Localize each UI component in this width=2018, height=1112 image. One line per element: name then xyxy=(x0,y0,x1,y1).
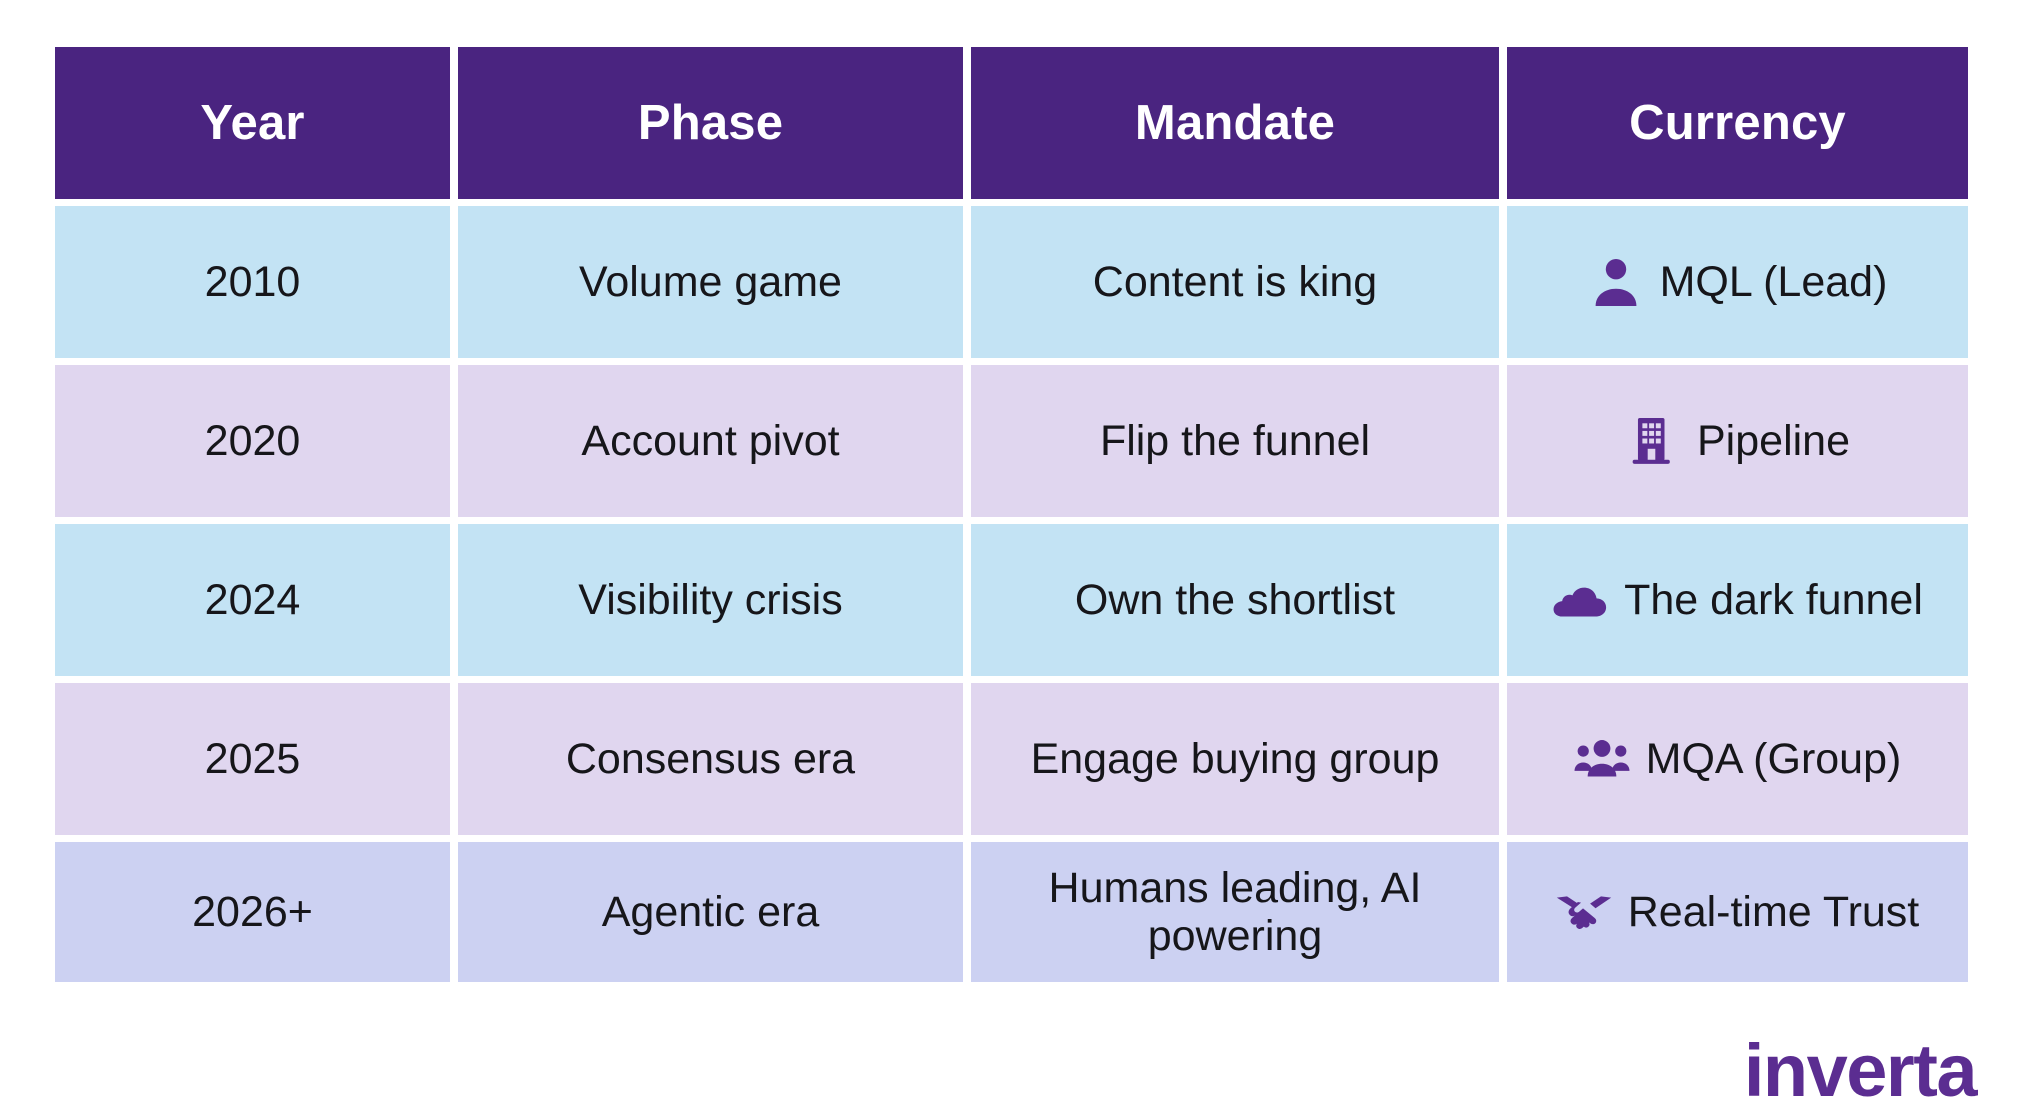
cell-phase: Visibility crisis xyxy=(458,524,963,676)
column-header-mandate: Mandate xyxy=(971,47,1499,199)
office-building-icon xyxy=(1625,413,1681,469)
table-row: 2010 Volume game Content is king MQL (Le… xyxy=(55,206,1968,358)
cell-mandate: Content is king xyxy=(971,206,1499,358)
table-header-row: Year Phase Mandate Currency xyxy=(55,47,1968,199)
currency-label: Pipeline xyxy=(1697,416,1850,465)
cell-currency: Pipeline xyxy=(1507,365,1968,517)
cell-year: 2024 xyxy=(55,524,450,676)
evolution-table: Year Phase Mandate Currency 2010 Volume … xyxy=(55,47,1968,982)
cell-currency: Real-time Trust xyxy=(1507,842,1968,982)
table-row: 2024 Visibility crisis Own the shortlist… xyxy=(55,524,1968,676)
column-header-year: Year xyxy=(55,47,450,199)
cell-currency: The dark funnel xyxy=(1507,524,1968,676)
cell-mandate: Engage buying group xyxy=(971,683,1499,835)
cell-mandate: Flip the funnel xyxy=(971,365,1499,517)
table-row: 2020 Account pivot Flip the funnel xyxy=(55,365,1968,517)
currency-label: Real-time Trust xyxy=(1627,887,1920,936)
table-row: 2025 Consensus era Engage buying group xyxy=(55,683,1968,835)
cell-phase: Account pivot xyxy=(458,365,963,517)
column-header-phase: Phase xyxy=(458,47,963,199)
cell-phase: Volume game xyxy=(458,206,963,358)
column-header-currency: Currency xyxy=(1507,47,1968,199)
inverta-logo: inverta xyxy=(1743,1029,1978,1112)
people-group-icon xyxy=(1574,731,1630,787)
cell-year: 2025 xyxy=(55,683,450,835)
currency-label: MQA (Group) xyxy=(1645,734,1902,783)
cell-year: 2010 xyxy=(55,206,450,358)
cell-year: 2020 xyxy=(55,365,450,517)
currency-label: MQL (Lead) xyxy=(1659,257,1888,306)
cell-mandate: Humans leading, AI powering xyxy=(971,842,1499,982)
table-row: 2026+ Agentic era Humans leading, AI pow… xyxy=(55,842,1968,982)
cell-mandate: Own the shortlist xyxy=(971,524,1499,676)
cell-year: 2026+ xyxy=(55,842,450,982)
currency-label: The dark funnel xyxy=(1624,575,1923,624)
cell-phase: Consensus era xyxy=(458,683,963,835)
person-icon xyxy=(1588,254,1644,310)
cell-currency: MQL (Lead) xyxy=(1507,206,1968,358)
handshake-icon xyxy=(1556,884,1612,940)
cell-phase: Agentic era xyxy=(458,842,963,982)
cloud-icon xyxy=(1552,572,1608,628)
cell-currency: MQA (Group) xyxy=(1507,683,1968,835)
